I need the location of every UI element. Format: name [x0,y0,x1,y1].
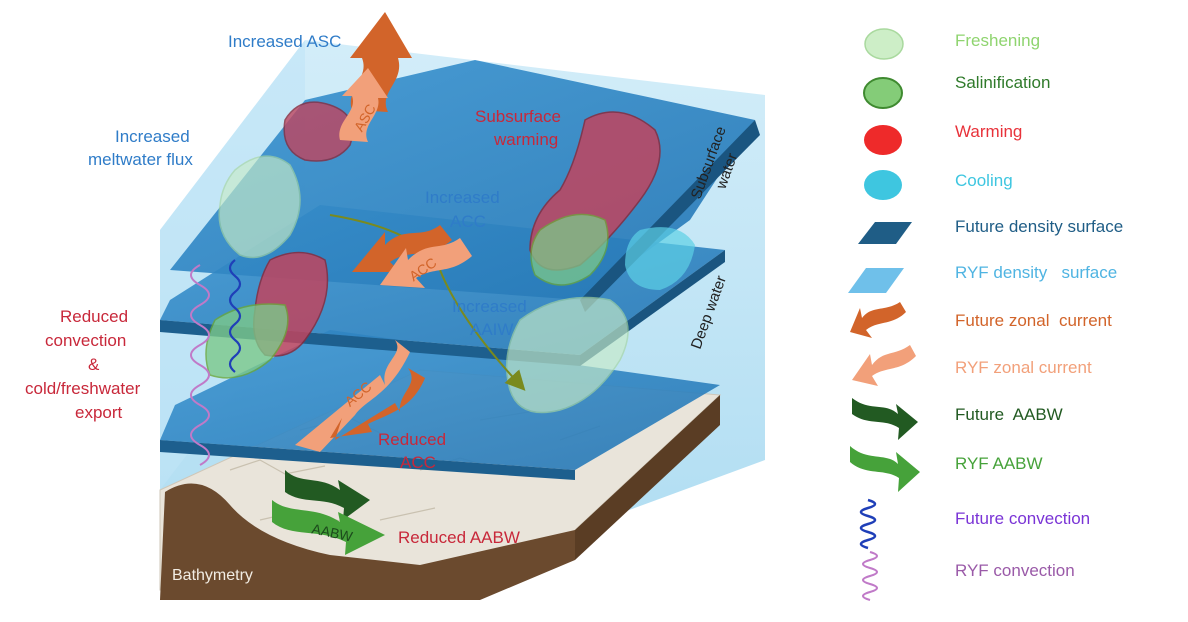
legend-label-cooling: Cooling [955,171,1013,190]
label-increased-acc-1: Increased [425,188,500,207]
future-aabw-icon [852,398,918,440]
salinification-blob-left [205,303,289,379]
legend-item-ryf-density-surface: RYF density surface [848,263,1117,293]
future-acc-arrow-upper [352,225,452,272]
legend-label-salinification: Salinification [955,73,1050,92]
label-meltwater-1: Increased [115,127,190,146]
label-reduced-acc-2: ACC [400,453,436,472]
legend: Freshening Salinification Warming Coolin… [848,28,1123,601]
label-increased-acc-2: ACC [450,212,486,231]
legend-item-salinification: Salinification [863,73,1050,109]
legend-item-future-convection: Future convection [859,498,1090,550]
legend-item-future-aabw: Future AABW [852,398,1063,440]
freshening-blob-upper-left [218,155,301,259]
ryf-density-swatch-icon [848,268,904,293]
legend-label-warming: Warming [955,122,1022,141]
label-subsurface-warming-2: warming [493,130,558,149]
label-increased-asc: Increased ASC [228,32,341,51]
ryf-aabw-arrow [272,500,385,555]
label-reduced-convection-2: convection [45,331,126,350]
ryf-acc-arrow-upper [380,238,472,288]
salinification-blob-right [530,213,609,286]
future-aabw-arrow [285,470,370,520]
legend-item-ryf-aabw: RYF AABW [850,446,1043,492]
legend-item-warming: Warming [864,122,1022,155]
ryf-aabw-icon [850,446,920,492]
cooling-swatch-icon [864,170,902,200]
ryf-acc-arrow-lower [295,340,410,452]
legend-label-future-density-surface: Future density surface [955,217,1123,236]
legend-label-ryf-density-surface: RYF density surface [955,263,1117,282]
warming-swatch-icon [864,125,902,155]
label-bathymetry: Bathymetry [172,567,253,584]
legend-label-future-aabw: Future AABW [955,405,1063,424]
salinification-swatch-icon [863,77,903,109]
ryf-asc-arrow [339,68,388,142]
legend-item-ryf-zonal-current: RYF zonal current [852,345,1092,386]
cooling-blob [625,227,695,290]
legend-label-future-convection: Future convection [955,509,1090,528]
legend-label-ryf-aabw: RYF AABW [955,454,1043,473]
label-reduced-acc-1: Reduced [378,430,446,449]
deep-density-surface [160,330,720,480]
ryf-convection-wave [190,264,210,466]
legend-item-future-density-surface: Future density surface [858,217,1123,244]
label-increased-aaiw-2: AAIW [470,320,513,339]
legend-item-cooling: Cooling [864,170,1013,200]
ryf-convection-icon [862,551,878,601]
legend-label-ryf-convection: RYF convection [955,561,1075,580]
label-reduced-convection-5: export [75,403,123,422]
legend-item-ryf-convection: RYF convection [862,551,1075,601]
label-reduced-convection-1: Reduced [60,307,128,326]
label-reduced-convection-3: & [88,355,100,374]
ryf-zonal-current-icon [852,345,916,386]
future-acc-arrow-lower [330,368,425,440]
legend-label-ryf-zonal-current: RYF zonal current [955,358,1092,377]
legend-label-future-zonal-current: Future zonal current [955,311,1112,330]
legend-label-freshening: Freshening [955,31,1040,50]
freshening-swatch-icon [864,28,904,60]
future-zonal-current-icon [850,302,906,338]
label-increased-aaiw-1: Increased [452,297,527,316]
legend-item-future-zonal-current: Future zonal current [850,302,1112,338]
label-reduced-aabw: Reduced AABW [398,528,520,547]
future-convection-icon [859,498,877,550]
label-meltwater-2: meltwater flux [88,150,193,169]
future-convection-wave [228,259,242,373]
label-reduced-convection-4: cold/freshwater [25,379,141,398]
future-density-swatch-icon [858,222,912,244]
legend-item-freshening: Freshening [864,28,1040,60]
warming-blob-top [283,101,354,162]
label-subsurface-warming-1: Subsurface [475,107,561,126]
